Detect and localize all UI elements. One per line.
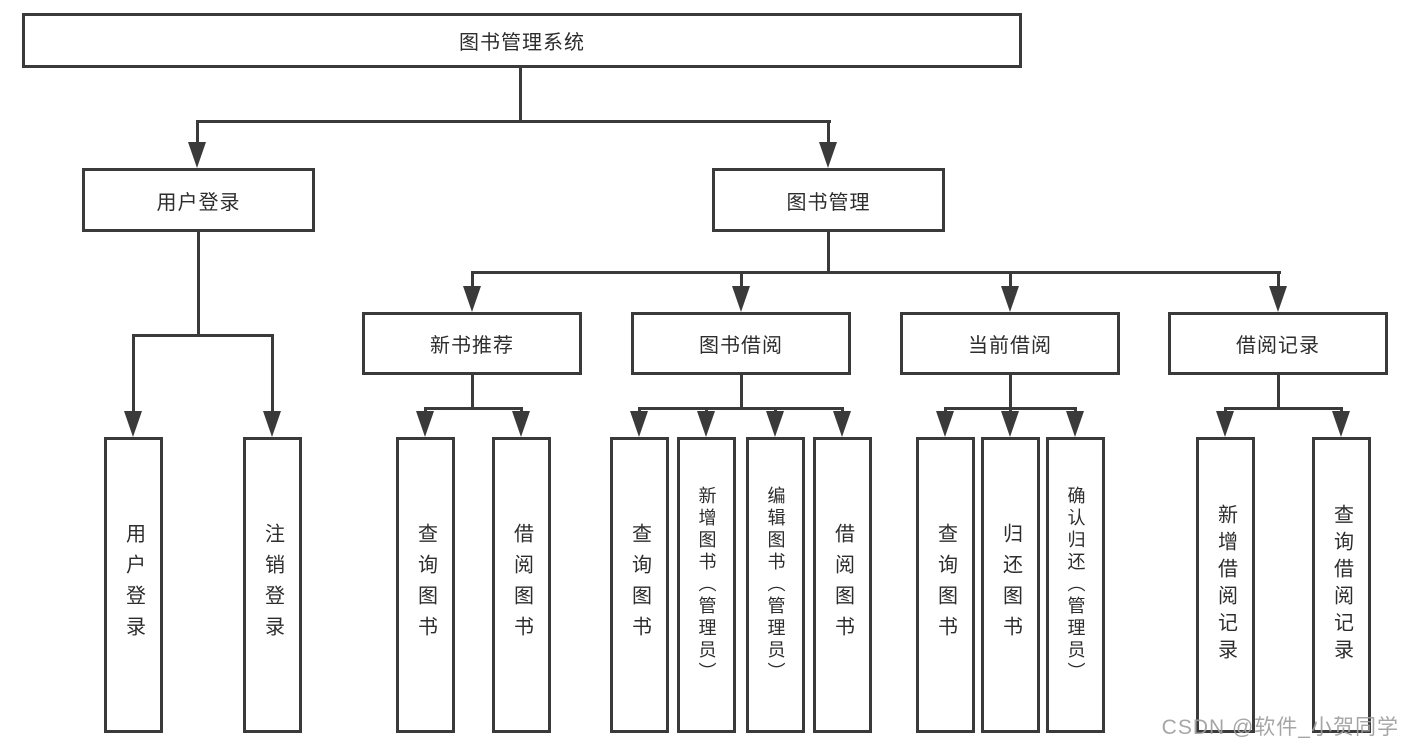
arrowhead-icon	[630, 411, 648, 437]
arrowhead-icon	[697, 411, 715, 437]
leaf-add-borrow-record: 新增借阅记录	[1196, 437, 1255, 733]
node-label: 图书管理系统	[459, 32, 585, 54]
leaf-label: 归还图书	[999, 523, 1022, 647]
connector-branch-book-management	[471, 271, 1281, 274]
leaf-label: 新增图书（管理员）	[696, 486, 717, 684]
leaf-query-borrow-record: 查询借阅记录	[1312, 437, 1371, 733]
connector-trunk	[1277, 375, 1280, 410]
arrowhead-icon	[1001, 411, 1019, 437]
node-book-borrowing: 图书借阅	[631, 312, 851, 375]
connector-branch	[424, 407, 523, 410]
leaf-label: 查询借阅记录	[1330, 504, 1353, 666]
leaf-label: 确认归还（管理员）	[1065, 486, 1086, 684]
leaf-borrow-books: 借阅图书	[813, 437, 872, 733]
connector-drop	[1009, 271, 1012, 287]
leaf-query-books-recommend: 查询图书	[396, 437, 455, 733]
arrowhead-icon	[463, 286, 481, 312]
leaf-logout: 注销登录	[243, 437, 302, 733]
connector-trunk	[740, 375, 743, 410]
node-label: 图书借阅	[699, 335, 783, 357]
connector-trunk-book-management	[827, 232, 830, 273]
arrowhead-icon	[1066, 411, 1084, 437]
arrowhead-icon	[732, 286, 750, 312]
connector-drop	[1277, 271, 1280, 287]
leaf-borrow-books-recommend: 借阅图书	[492, 437, 551, 733]
leaf-label: 新增借阅记录	[1214, 504, 1237, 666]
node-label: 借阅记录	[1236, 335, 1320, 357]
connector-branch	[638, 407, 844, 410]
arrowhead-icon	[936, 411, 954, 437]
connector-drop	[827, 120, 830, 150]
leaf-user-login: 用户登录	[104, 437, 163, 733]
leaf-label: 查询图书	[628, 523, 651, 647]
leaf-query-books-current: 查询图书	[916, 437, 975, 733]
connector-drop	[132, 334, 135, 419]
arrowhead-icon	[263, 411, 281, 437]
arrowhead-icon	[512, 411, 530, 437]
connector-trunk-user-login	[197, 232, 200, 336]
leaf-label: 借阅图书	[510, 523, 533, 647]
node-new-book-recommend: 新书推荐	[362, 312, 582, 375]
node-label: 用户登录	[156, 191, 241, 214]
leaf-label: 查询图书	[934, 523, 957, 647]
leaf-label: 查询图书	[414, 523, 437, 647]
connector-branch-root	[197, 120, 831, 123]
connector-trunk-root	[519, 68, 522, 123]
node-user-login: 用户登录	[82, 168, 315, 232]
arrowhead-icon	[416, 411, 434, 437]
connector-drop	[740, 271, 743, 287]
connector-branch	[1224, 407, 1343, 410]
leaf-return-books: 归还图书	[981, 437, 1040, 733]
arrowhead-icon	[833, 411, 851, 437]
leaf-label: 编辑图书（管理员）	[765, 486, 786, 684]
connector-branch-user-login	[132, 334, 274, 337]
watermark: CSDN @软件_小贺同学	[1161, 716, 1399, 739]
leaf-query-books-borrowing: 查询图书	[610, 437, 669, 733]
arrowhead-icon	[766, 411, 784, 437]
leaf-edit-books-admin: 编辑图书（管理员）	[746, 437, 805, 733]
arrowhead-icon	[1001, 286, 1019, 312]
arrowhead-icon	[124, 411, 142, 437]
connector-trunk	[1009, 375, 1012, 410]
node-label: 当前借阅	[968, 335, 1052, 357]
node-library-management-system: 图书管理系统	[22, 13, 1022, 68]
connector-drop	[271, 334, 274, 419]
connector-trunk	[471, 375, 474, 410]
arrowhead-icon	[819, 142, 837, 168]
node-book-management: 图书管理	[712, 168, 945, 232]
arrowhead-icon	[1216, 411, 1234, 437]
node-current-borrowing: 当前借阅	[900, 312, 1120, 375]
arrowhead-icon	[188, 142, 206, 168]
connector-drop	[471, 271, 474, 287]
node-label: 图书管理	[786, 191, 871, 214]
connector-drop	[196, 120, 199, 150]
node-label: 新书推荐	[430, 335, 514, 357]
arrowhead-icon	[1332, 411, 1350, 437]
leaf-add-books-admin: 新增图书（管理员）	[677, 437, 736, 733]
leaf-label: 注销登录	[261, 523, 284, 647]
node-borrowing-records: 借阅记录	[1168, 312, 1388, 375]
leaf-label: 借阅图书	[831, 523, 854, 647]
leaf-confirm-return-admin: 确认归还（管理员）	[1046, 437, 1105, 733]
leaf-label: 用户登录	[122, 523, 145, 647]
arrowhead-icon	[1269, 286, 1287, 312]
